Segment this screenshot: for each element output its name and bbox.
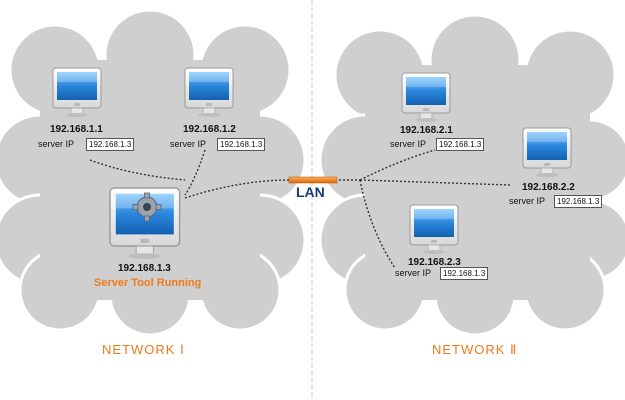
computer-ip-label: 192.168.2.2 xyxy=(522,182,575,193)
computer-icon[interactable] xyxy=(184,67,234,117)
computer-icon[interactable] xyxy=(401,72,451,122)
computer-ip-label: 192.168.2.1 xyxy=(400,125,453,136)
gear-icon xyxy=(132,192,162,222)
server-ip-label: server IP xyxy=(38,139,75,149)
network-2-label: NETWORK Ⅱ xyxy=(432,342,518,357)
server-ip-label: server IP xyxy=(390,139,427,149)
server-ip-field[interactable]: 192.168.1.3 xyxy=(86,138,135,151)
computer-ip-label: 192.168.1.2 xyxy=(183,124,236,135)
server-ip-field[interactable]: 192.168.1.3 xyxy=(440,267,489,280)
server-ip-label: server IP xyxy=(395,268,432,278)
computer-ip-label: 192.168.1.1 xyxy=(50,124,103,135)
server-ip-field[interactable]: 192.168.1.3 xyxy=(554,195,603,208)
lan-label: LAN xyxy=(296,184,325,200)
server-ip-label: server IP xyxy=(509,196,546,206)
computer-icon[interactable] xyxy=(52,67,102,117)
cloud-network-2 xyxy=(318,13,625,337)
server-ip-label: server IP xyxy=(170,139,207,149)
lan-connector xyxy=(288,176,338,184)
server-ip-label: 192.168.1.3 xyxy=(118,263,171,274)
network-1-label: NETWORK Ⅰ xyxy=(102,342,185,357)
connection-lines xyxy=(89,149,511,269)
computer-icon[interactable] xyxy=(522,127,572,177)
server-ip-field[interactable]: 192.168.1.3 xyxy=(217,138,266,151)
server-status-text: Server Tool Running xyxy=(94,277,202,289)
computer-ip-label: 192.168.2.3 xyxy=(408,257,461,268)
computer-icon[interactable] xyxy=(409,204,459,254)
server-ip-field[interactable]: 192.168.1.3 xyxy=(436,138,485,151)
